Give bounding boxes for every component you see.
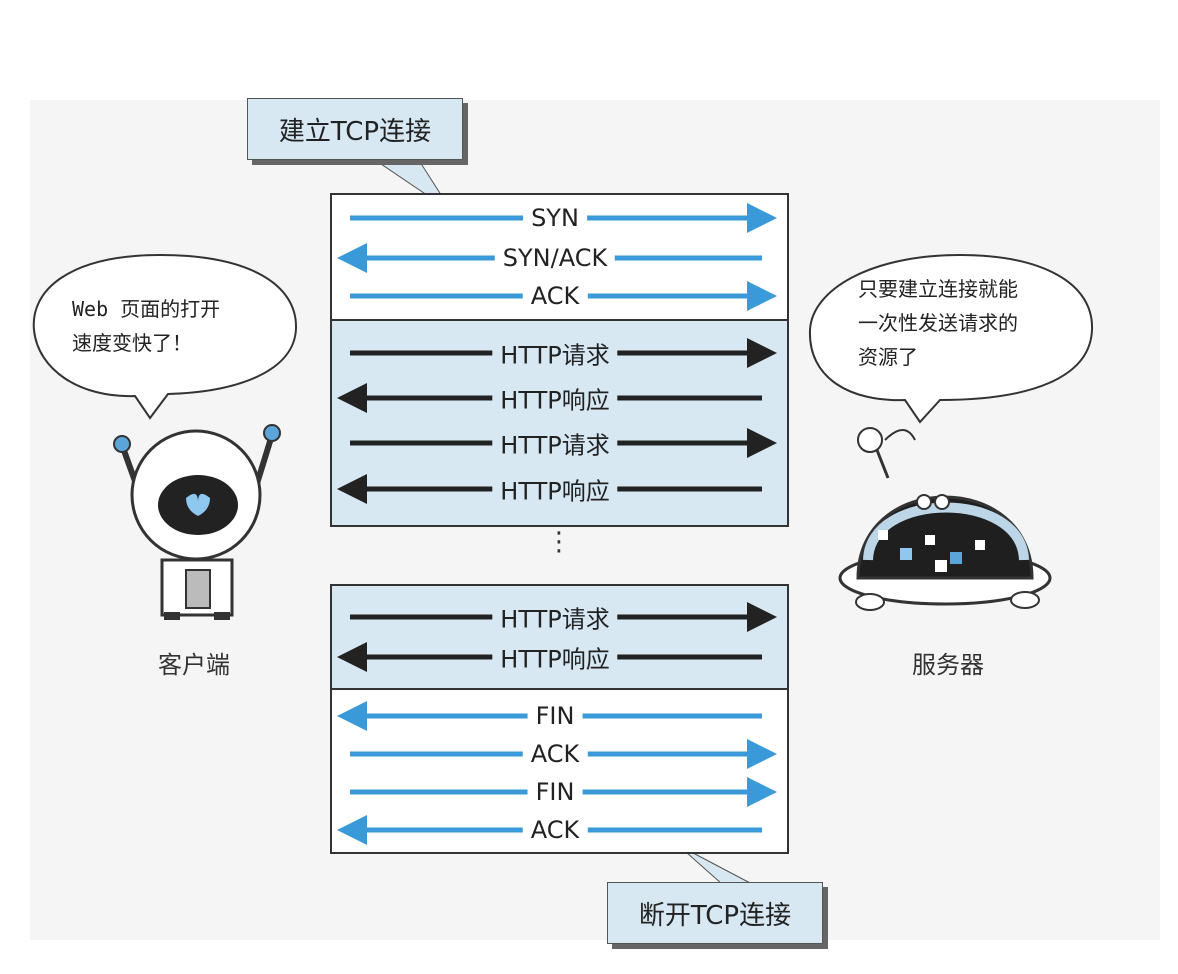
req1-label: HTTP请求 — [492, 336, 617, 371]
teardown-labels: FIN ACK FIN ACK — [330, 688, 789, 854]
ack2-label: ACK — [523, 740, 588, 768]
client-speech-text: Web 页面的打开 速度变快了！ — [72, 292, 220, 360]
server-speech-line1: 只要建立连接就能 — [858, 277, 1018, 301]
server-speech-text: 只要建立连接就能 一次性发送请求的 资源了 — [858, 272, 1018, 374]
syn-label: SYN — [523, 204, 587, 232]
server-label: 服务器 — [912, 645, 984, 680]
fin1-label: FIN — [528, 702, 583, 730]
ack1-label: ACK — [523, 282, 588, 310]
continuation-ellipsis: ⋮ — [546, 535, 572, 549]
http-labels: HTTP请求 HTTP响应 HTTP请求 HTTP响应 — [330, 319, 789, 527]
client-speech-line2: 速度变快了！ — [72, 331, 192, 355]
final-http-labels: HTTP请求 HTTP响应 — [330, 584, 789, 690]
fin2-label: FIN — [528, 778, 583, 806]
server-speech-line2: 一次性发送请求的 — [858, 311, 1018, 335]
synack-label: SYN/ACK — [495, 244, 615, 272]
res2-label: HTTP响应 — [492, 472, 617, 507]
client-speech-line1: Web 页面的打开 — [72, 297, 220, 321]
handshake-labels: SYN SYN/ACK ACK — [330, 193, 789, 321]
server-speech-line3: 资源了 — [858, 345, 918, 369]
req3-label: HTTP请求 — [492, 600, 617, 635]
client-label: 客户端 — [158, 645, 230, 680]
ack3-label: ACK — [523, 816, 588, 844]
req2-label: HTTP请求 — [492, 426, 617, 461]
res1-label: HTTP响应 — [492, 381, 617, 416]
res3-label: HTTP响应 — [492, 640, 617, 675]
